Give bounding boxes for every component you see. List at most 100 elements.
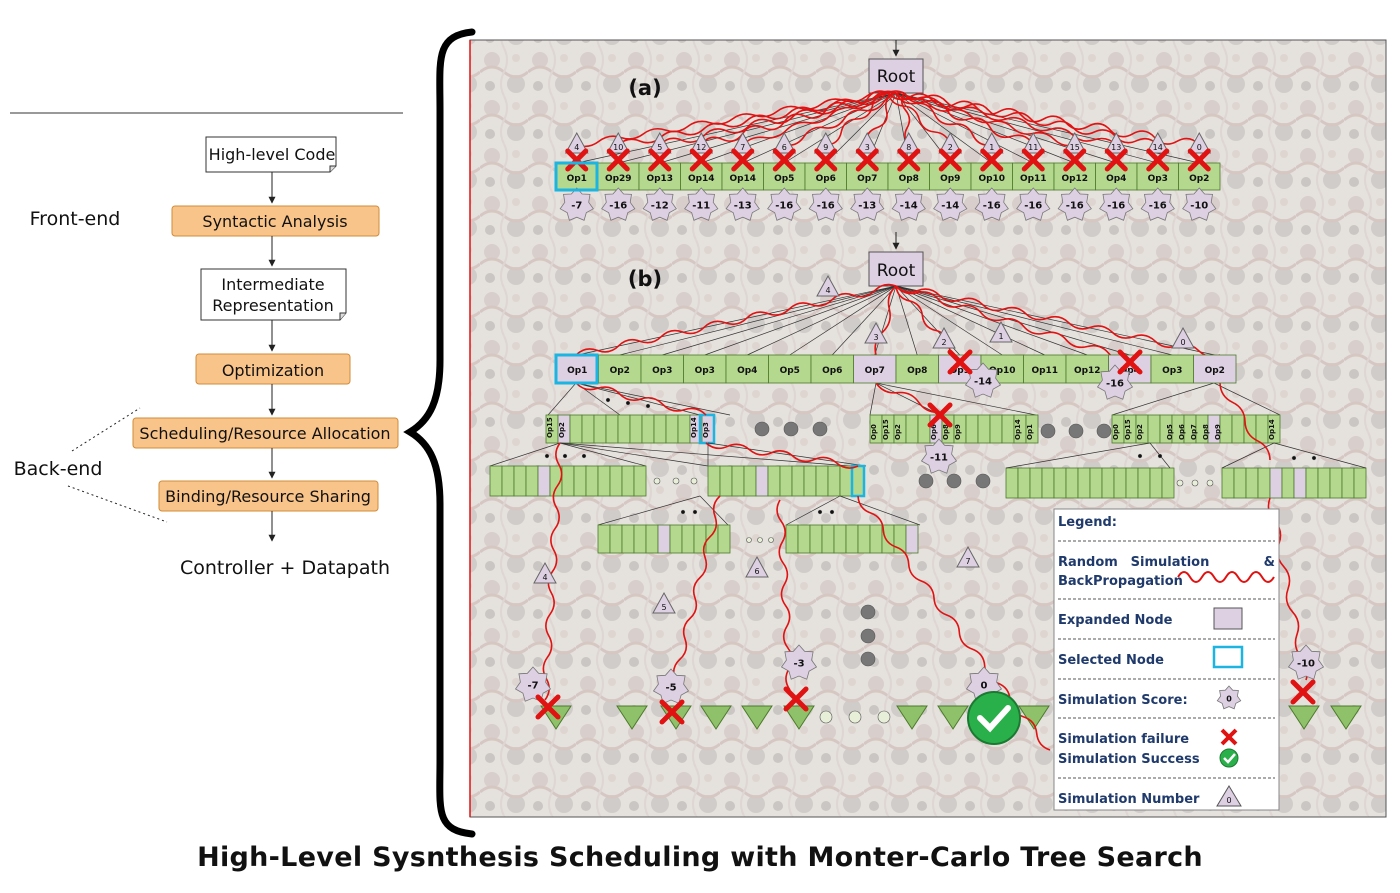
svg-text:-14: -14 xyxy=(900,201,918,212)
op-node-b-1: Op2 xyxy=(598,354,642,384)
leaf-node-1 xyxy=(616,705,648,730)
legend-amp: & xyxy=(1264,555,1275,570)
failure-x-a-6 xyxy=(814,148,838,172)
sim-curve-a-3 xyxy=(700,90,889,146)
sim-curve-a-9 xyxy=(887,92,952,146)
mid-b-label-7: Op1 xyxy=(1026,424,1034,440)
leaf-node-5 xyxy=(783,705,815,730)
svg-text:-16: -16 xyxy=(817,201,835,212)
leaf-node-4 xyxy=(741,705,773,730)
svg-text:-16: -16 xyxy=(609,201,627,212)
small-dots-l3-a xyxy=(653,477,698,485)
sim-curve-a-4 xyxy=(742,91,897,146)
high-level-code-box: High-level Code xyxy=(205,136,337,173)
svg-text:-16: -16 xyxy=(1106,379,1124,390)
op-label-b-15: Op2 xyxy=(1205,366,1225,376)
svg-text:-13: -13 xyxy=(734,201,752,212)
sim-curve-b-7 xyxy=(542,442,563,701)
sim-curve-b-10 xyxy=(857,495,1011,701)
failure-x-a-5 xyxy=(772,148,796,172)
mid-c-label-2: Op2 xyxy=(1136,424,1144,440)
panel-a-failures xyxy=(565,148,1211,172)
sim-curve-b-11 xyxy=(1219,382,1271,461)
gray-dots-l2-a xyxy=(754,421,828,437)
failure-x-b-op9 xyxy=(947,349,973,375)
legend-simulation: Simulation xyxy=(1131,555,1210,570)
svg-text:4: 4 xyxy=(542,573,547,582)
svg-text:-16: -16 xyxy=(1149,201,1167,212)
sim-number-a-2: 5 xyxy=(647,131,672,154)
scheduling-text: Scheduling/Resource Allocation xyxy=(139,424,390,443)
op-node-a-10: Op10 xyxy=(970,162,1013,191)
sim-curve-b-3 xyxy=(895,285,1131,362)
legend-star-shape: 0 xyxy=(1216,685,1242,710)
op-label-b-11: Op11 xyxy=(1031,366,1058,376)
legend-backprop: BackPropagation xyxy=(1058,574,1183,589)
level3-row-d xyxy=(1221,467,1367,499)
op-label-b-2: Op3 xyxy=(652,366,672,376)
svg-text:5: 5 xyxy=(657,143,662,152)
svg-text:-11: -11 xyxy=(930,453,948,464)
failure-x-a-14 xyxy=(1146,148,1170,172)
score-star-a-9: -14 xyxy=(933,187,968,221)
score-star-a-7: -13 xyxy=(850,187,885,221)
controller-datapath-text: Controller + Datapath xyxy=(180,557,390,579)
mid-b-label-4: Op8 xyxy=(942,424,950,440)
score-star-a-1: -16 xyxy=(601,187,636,221)
back-end-bracket-top xyxy=(71,407,141,452)
score-star-a-8: -14 xyxy=(891,187,926,221)
op-label-b-13: Op4 xyxy=(1120,366,1140,376)
path-sim-number-0: 4 xyxy=(533,561,557,584)
op-label-b-7: Op7 xyxy=(865,366,885,376)
path-sim-number-2: 6 xyxy=(745,555,769,578)
op-label-b-10: Op10 xyxy=(989,366,1016,376)
level2-score-star-2: -11 xyxy=(920,438,958,474)
op-label-a-7: Op7 xyxy=(857,174,877,184)
svg-text:7: 7 xyxy=(965,557,970,566)
op-node-a-14: Op3 xyxy=(1136,162,1179,191)
level2-row-c xyxy=(1111,414,1281,444)
legend-failure-x xyxy=(1220,728,1238,746)
optimization-text: Optimization xyxy=(222,361,324,380)
intermediate-representation-box: Intermediate Representation xyxy=(200,268,347,321)
legend-score-star: 0 xyxy=(1216,685,1242,710)
legend-failure-text: Simulation failure xyxy=(1058,732,1189,747)
panel-b-edges xyxy=(577,285,1215,356)
panel-a-label: (a) xyxy=(628,76,661,100)
op-node-a-13: Op4 xyxy=(1095,162,1138,191)
svg-text:2: 2 xyxy=(941,338,946,347)
level4-row-b xyxy=(785,524,919,554)
score-star-a-2: -12 xyxy=(642,187,677,221)
failure-x-a-11 xyxy=(1021,148,1045,172)
failure-x-a-0 xyxy=(565,148,589,172)
score-star-a-10: -16 xyxy=(974,187,1009,221)
score-star-a-13: -16 xyxy=(1099,187,1134,221)
op-node-a-7: Op7 xyxy=(846,162,889,191)
mid-c-label-3: Op5 xyxy=(1166,424,1174,440)
op-node-a-15: Op2 xyxy=(1178,162,1221,191)
svg-text:14: 14 xyxy=(1153,143,1163,152)
root-a-text: Root xyxy=(877,67,916,87)
mid-c-label-4: Op6 xyxy=(1178,424,1186,440)
svg-text:0: 0 xyxy=(1180,338,1185,347)
op-label-a-1: Op29 xyxy=(605,174,632,184)
failure-x-a-1 xyxy=(606,148,630,172)
top-sim-number-b-0: 4 xyxy=(816,274,840,297)
leaf-node-7 xyxy=(937,705,969,730)
sim-number-a-3: 12 xyxy=(689,131,714,154)
level3-row-b xyxy=(707,465,865,497)
svg-text:-10: -10 xyxy=(1297,659,1315,670)
syntactic-analysis-box: Syntactic Analysis xyxy=(171,205,380,237)
top-sim-number-b-2: 2 xyxy=(932,326,956,349)
hls-mcts-figure: Front-end Back-end High-level Code Synta… xyxy=(10,28,1387,838)
top-sim-number-b-3: 1 xyxy=(989,320,1013,343)
svg-text:12: 12 xyxy=(696,143,706,152)
dots-l2-a xyxy=(605,397,651,409)
success-check xyxy=(967,691,1021,745)
legend-number-triangle: 0 xyxy=(1216,785,1242,807)
legend-success-text: Simulation Success xyxy=(1058,752,1200,767)
svg-text:0: 0 xyxy=(1197,143,1202,152)
op-node-a-5: Op5 xyxy=(763,162,806,191)
